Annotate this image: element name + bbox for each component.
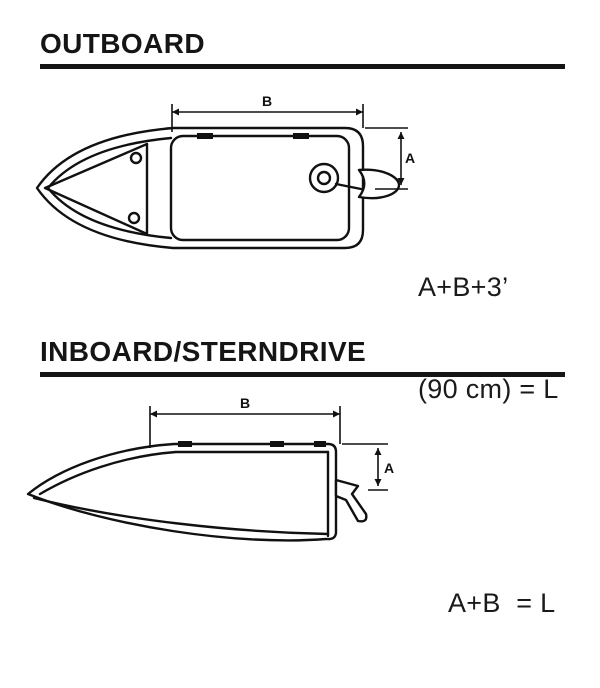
deck-inner-line	[38, 450, 330, 496]
gunwale-inner-line	[46, 136, 173, 190]
outboard-title: OUTBOARD	[40, 28, 205, 59]
outboard-divider	[40, 64, 565, 69]
deck-cleat	[178, 441, 192, 447]
dimension-a-label: A	[405, 150, 415, 166]
dimension-b-label: B	[262, 93, 272, 109]
deck-cleat	[270, 441, 284, 447]
motor-fin	[357, 168, 401, 200]
deck-cleat	[293, 133, 309, 139]
bow-fitting	[129, 151, 143, 165]
outboard-formula-line1: A+B+3’	[418, 272, 509, 302]
deck-cleat	[314, 441, 326, 447]
outboard-motor-cowl	[308, 162, 340, 194]
outboard-formula-line2: (90 cm) = L	[418, 374, 559, 404]
chine-line	[32, 496, 330, 536]
sterndrive-unit	[334, 478, 368, 523]
bow-v-brace	[43, 142, 149, 236]
inboard-divider	[40, 372, 565, 377]
outboard-boat-diagram: B A	[35, 93, 415, 250]
cockpit	[169, 134, 351, 242]
bow-fitting	[127, 211, 141, 225]
inboard-formula-line: A+B = L	[448, 588, 556, 618]
hull-outline	[26, 442, 338, 542]
inboard-boat-diagram: B A	[26, 395, 394, 542]
deck-cleat	[197, 133, 213, 139]
dimension-b-label: B	[240, 395, 250, 411]
inboard-title: INBOARD/STERNDRIVE	[40, 336, 367, 367]
gunwale-inner-line	[46, 186, 173, 240]
outboard-motor-cowl-inner	[316, 170, 332, 186]
dimension-a-label: A	[384, 460, 394, 476]
outboard-formula: A+B+3’ (90 cm) = L	[418, 202, 559, 474]
inboard-formula: A+B = L	[448, 518, 555, 688]
motor-link-line	[334, 182, 363, 191]
